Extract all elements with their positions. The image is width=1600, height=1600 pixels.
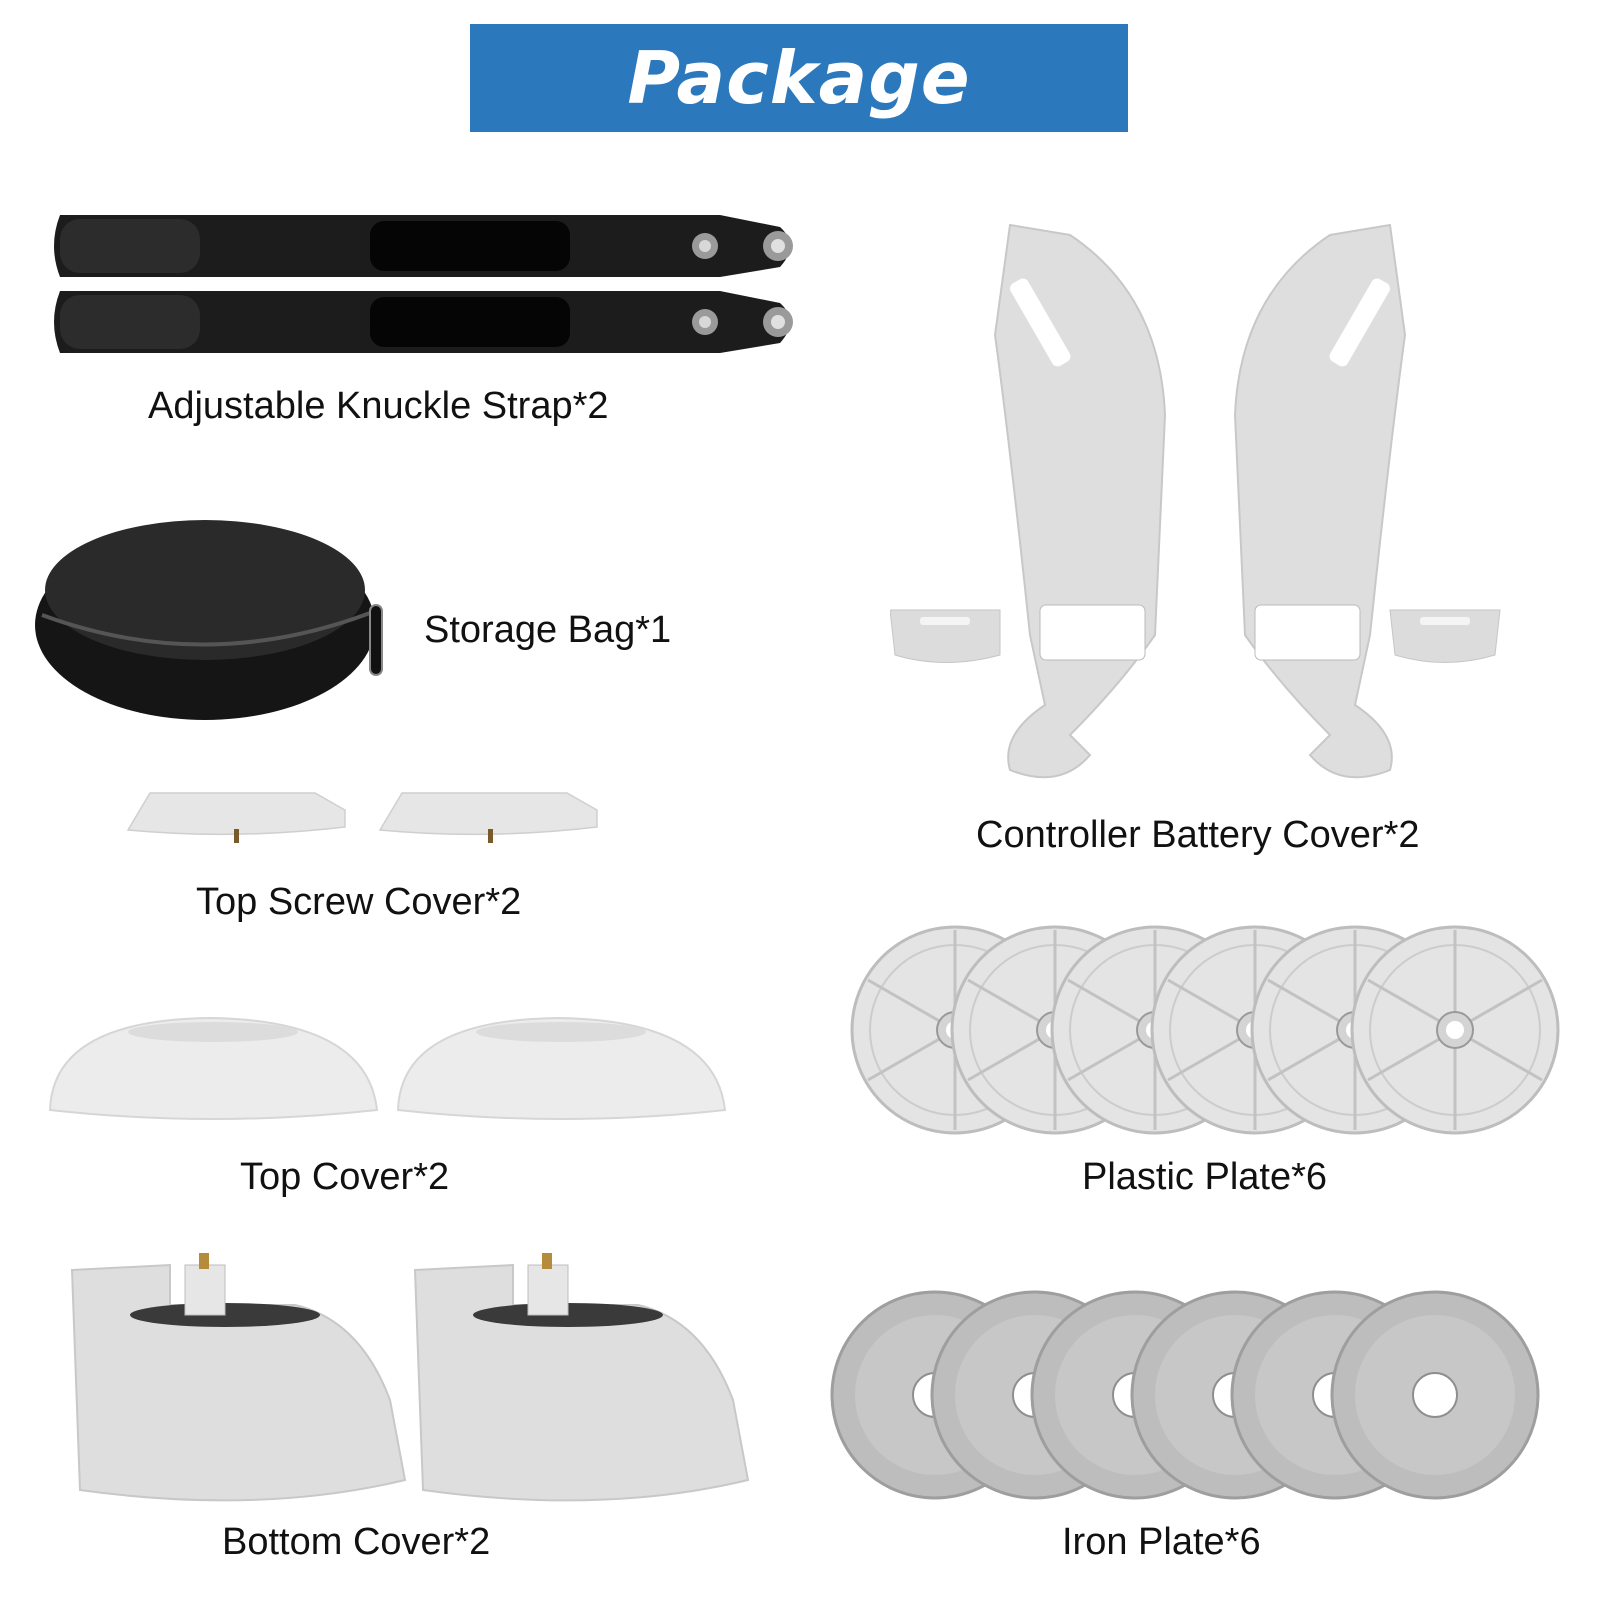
item-label-top-cover: Top Cover*2 (240, 1156, 450, 1198)
item-label-controller-battery-cover: Controller Battery Cover*2 (976, 814, 1420, 856)
package-banner: Package Included (470, 24, 1128, 228)
page-title: Package Included (620, 36, 978, 228)
plastic-plate-image (850, 925, 1560, 1135)
storage-bag-image (35, 520, 383, 720)
item-label-plastic-plate: Plastic Plate*6 (1082, 1156, 1328, 1198)
knuckle-strap-image (54, 215, 793, 353)
controller-battery-cover-image (890, 223, 1501, 779)
top-cover-image (48, 1016, 727, 1120)
item-label-top-screw-cover: Top Screw Cover*2 (196, 881, 522, 923)
item-label-iron-plate: Iron Plate*6 (1062, 1521, 1261, 1563)
item-label-knuckle-strap: Adjustable Knuckle Strap*2 (148, 385, 609, 427)
bottom-cover-image (70, 1253, 750, 1502)
iron-plate-image (830, 1290, 1540, 1500)
top-screw-cover-image (126, 792, 598, 843)
item-label-storage-bag: Storage Bag*1 (424, 609, 672, 651)
item-label-bottom-cover: Bottom Cover*2 (222, 1521, 491, 1563)
